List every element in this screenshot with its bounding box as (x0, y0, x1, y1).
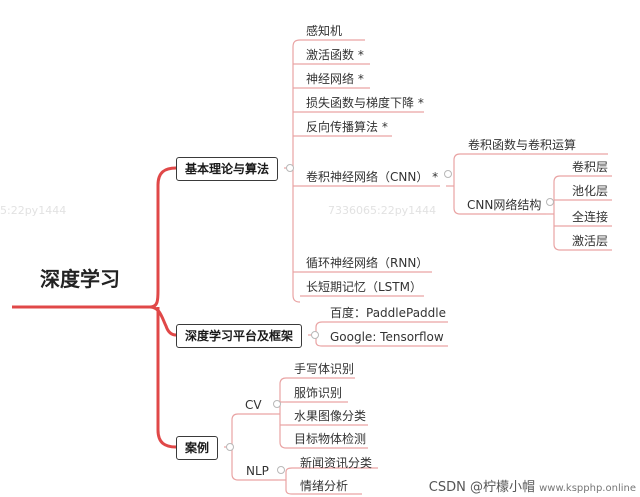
collapse-toggle-nlp[interactable] (277, 466, 285, 474)
topic-tensorflow[interactable]: Google: Tensorflow (330, 330, 444, 344)
topic-loss-gradient[interactable]: 损失函数与梯度下降 * (306, 96, 424, 110)
branch-theory[interactable]: 基本理论与算法 (176, 157, 279, 181)
site-url: www.kspphp.online (539, 483, 636, 494)
collapse-toggle-theory[interactable] (286, 164, 294, 172)
topic-cnn[interactable]: 卷积神经网络（CNN） * (306, 170, 439, 184)
main-trunk (149, 166, 177, 309)
topic-sentiment-analysis[interactable]: 情绪分析 (300, 479, 349, 493)
csdn-author: CSDN @柠檬小帽 (428, 480, 535, 495)
root-topic[interactable]: 深度学习 (40, 267, 120, 291)
collapse-toggle-cnn[interactable] (444, 170, 452, 178)
csdn-watermark: CSDN @柠檬小帽 www.kspphp.online (428, 476, 636, 495)
topic-paddlepaddle[interactable]: 百度：PaddlePaddle (330, 306, 447, 320)
watermark-center: 7336065:22py1444 (328, 204, 437, 217)
collapse-toggle-cases[interactable] (226, 443, 234, 451)
topic-object-detection[interactable]: 目标物体检测 (294, 432, 367, 446)
collapse-toggle-cv[interactable] (273, 400, 281, 408)
topic-conv-operation[interactable]: 卷积函数与卷积运算 (468, 138, 577, 152)
topic-fully-connected[interactable]: 全连接 (572, 210, 609, 224)
theory-connectors (284, 39, 612, 303)
trunk-to-platform (149, 305, 177, 337)
topic-cv[interactable]: CV (245, 398, 262, 412)
topic-lstm[interactable]: 长短期记忆（LSTM） (306, 280, 422, 294)
watermark-left: 5:22py1444 (0, 204, 67, 217)
collapse-toggle-cnn-structure[interactable] (546, 198, 554, 206)
branch-cases[interactable]: 案例 (176, 436, 219, 460)
topic-rnn[interactable]: 循环神经网络（RNN） (306, 256, 429, 270)
topic-activation[interactable]: 激活函数 * (306, 48, 364, 62)
cases-connectors (224, 377, 378, 495)
trunk-to-cases (156, 307, 177, 449)
topic-activation-layer[interactable]: 激活层 (572, 234, 609, 248)
topic-neural-network[interactable]: 神经网络 * (306, 72, 364, 86)
topic-perceptron[interactable]: 感知机 (306, 24, 343, 38)
topic-fruit-classification[interactable]: 水果图像分类 (294, 409, 367, 423)
topic-clothing-recognition[interactable]: 服饰识别 (294, 386, 343, 400)
platform-connectors (308, 321, 448, 347)
topic-pooling-layer[interactable]: 池化层 (572, 184, 609, 198)
topic-conv-layer[interactable]: 卷积层 (572, 160, 609, 174)
branch-platform[interactable]: 深度学习平台及框架 (176, 324, 303, 348)
collapse-toggle-platform[interactable] (311, 331, 319, 339)
topic-backprop[interactable]: 反向传播算法 * (306, 120, 388, 134)
topic-handwriting-recognition[interactable]: 手写体识别 (294, 362, 355, 376)
topic-cnn-structure[interactable]: CNN网络结构 (467, 198, 542, 212)
topic-news-classification[interactable]: 新闻资讯分类 (300, 456, 373, 470)
topic-nlp[interactable]: NLP (246, 464, 269, 478)
